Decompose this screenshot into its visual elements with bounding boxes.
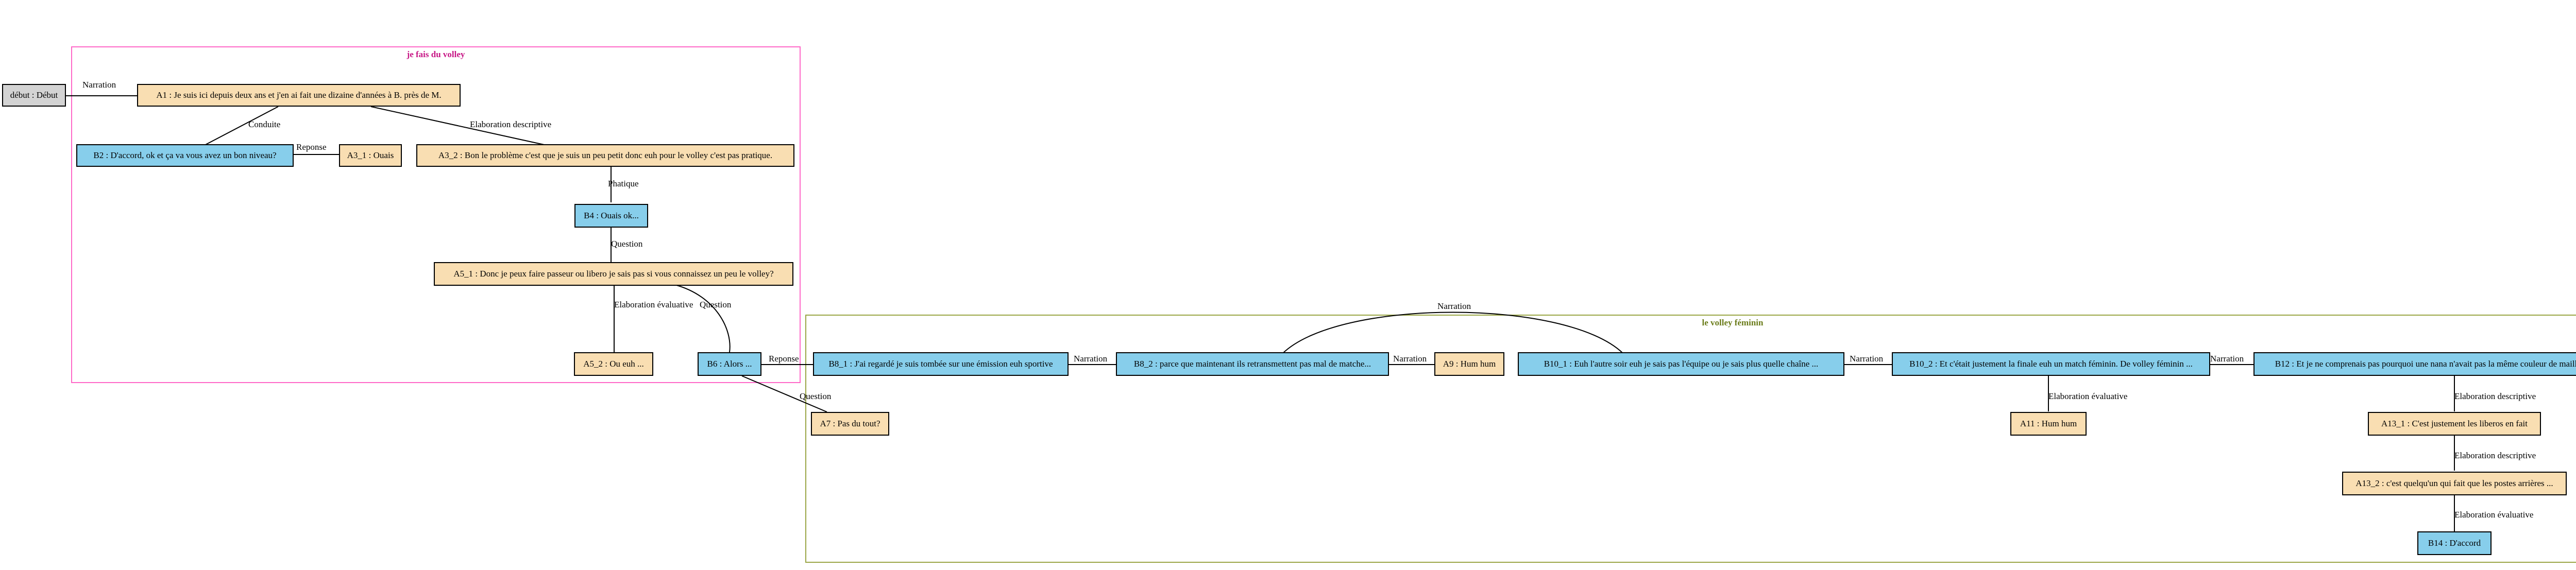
node-label: A5_2 : Ou euh ...: [583, 359, 644, 369]
node-B2[interactable]: B2 : D'accord, ok et ça va vous avez un …: [76, 144, 294, 167]
edge-label-elaboration-evaluative: Elaboration évaluative: [2048, 391, 2128, 401]
node-A7[interactable]: A7 : Pas du tout?: [811, 412, 889, 436]
edge-label-narration: Narration: [1850, 354, 1884, 364]
node-label: A7 : Pas du tout?: [820, 419, 880, 428]
node-label: B8_2 : parce que maintenant ils retransm…: [1133, 359, 1371, 369]
node-label: A5_1 : Donc je peux faire passeur ou lib…: [453, 269, 774, 279]
edge-B8_2-B10_1: [1282, 312, 1623, 354]
edge-label-elaboration-evaluative: Elaboration évaluative: [614, 300, 693, 309]
edge-label-question: Question: [700, 300, 732, 309]
node-B8_2[interactable]: B8_2 : parce que maintenant ils retransm…: [1116, 352, 1389, 376]
node-label: B10_2 : Et c'était justement la finale e…: [1909, 359, 2193, 369]
cluster-title: le volley féminin: [1702, 318, 1764, 327]
node-label: B14 : D'accord: [2428, 538, 2481, 548]
edge-label-narration: Narration: [1393, 354, 1427, 364]
node-A5_1[interactable]: A5_1 : Donc je peux faire passeur ou lib…: [434, 262, 793, 286]
node-label: A11 : Hum hum: [2020, 419, 2077, 428]
node-A13_2[interactable]: A13_2 : c'est quelqu'un qui fait que les…: [2342, 472, 2567, 495]
edge-A5_1-B6: [674, 284, 731, 353]
edge-label-reponse: Reponse: [296, 142, 327, 152]
cluster-le-volley-feminin: le volley féminin: [805, 315, 2576, 563]
node-A13_1[interactable]: A13_1 : C'est justement les liberos en f…: [2368, 412, 2541, 436]
node-label: A13_2 : c'est quelqu'un qui fait que les…: [2355, 478, 2553, 488]
node-label: A1 : Je suis ici depuis deux ans et j'en…: [156, 90, 442, 100]
edge-label-elaboration-descriptive: Elaboration descriptive: [470, 119, 552, 129]
edge-label-reponse: Reponse: [769, 354, 799, 364]
edge-A1-A3_2: [370, 106, 549, 146]
node-A9[interactable]: A9 : Hum hum: [1434, 352, 1504, 376]
edge-label-elaboration-descriptive: Elaboration descriptive: [2454, 391, 2536, 401]
edge-label-elaboration-evaluative: Elaboration évaluative: [2454, 510, 2534, 520]
node-B14[interactable]: B14 : D'accord: [2417, 531, 2492, 555]
node-label: B6 : Alors ...: [707, 359, 752, 369]
node-B4[interactable]: B4 : Ouais ok...: [574, 204, 648, 228]
node-A3_2[interactable]: A3_2 : Bon le problème c'est que je suis…: [416, 144, 794, 167]
node-label: A3_2 : Bon le problème c'est que je suis…: [438, 150, 773, 160]
node-label: A3_1 : Ouais: [347, 150, 394, 160]
edge-B6-A7: [741, 375, 827, 412]
edge-A1-B2: [203, 106, 279, 146]
node-A5_2[interactable]: A5_2 : Ou euh ...: [574, 352, 653, 376]
node-label: début : Début: [10, 90, 58, 100]
node-label: B10_1 : Euh l'autre soir euh je sais pas…: [1544, 359, 1819, 369]
node-label: A9 : Hum hum: [1443, 359, 1496, 369]
edge-label-question: Question: [800, 391, 832, 401]
node-A1[interactable]: A1 : Je suis ici depuis deux ans et j'en…: [137, 84, 461, 107]
node-label: B4 : Ouais ok...: [584, 211, 639, 220]
node-B10_1[interactable]: B10_1 : Euh l'autre soir euh je sais pas…: [1518, 352, 1844, 376]
node-B12[interactable]: B12 : Et je ne comprenais pas pourquoi u…: [2253, 352, 2576, 376]
edge-label-narration: Narration: [1437, 301, 1471, 311]
node-B10_2[interactable]: B10_2 : Et c'était justement la finale e…: [1892, 352, 2210, 376]
node-B6[interactable]: B6 : Alors ...: [698, 352, 761, 376]
cluster-title: je fais du volley: [406, 49, 465, 59]
cluster-je-fais-du-volley: je fais du volley: [71, 46, 801, 383]
node-label: B12 : Et je ne comprenais pas pourquoi u…: [2275, 359, 2576, 369]
edge-label-narration: Narration: [2210, 354, 2244, 364]
node-A11[interactable]: A11 : Hum hum: [2010, 412, 2087, 436]
node-A3_1[interactable]: A3_1 : Ouais: [339, 144, 402, 167]
edge-label-elaboration-descriptive: Elaboration descriptive: [2454, 451, 2536, 460]
edge-label-narration: Narration: [82, 80, 116, 90]
node-B8_1[interactable]: B8_1 : J'ai regardé je suis tombée sur u…: [813, 352, 1069, 376]
edge-label-conduite: Conduite: [248, 119, 281, 129]
node-label: B8_1 : J'ai regardé je suis tombée sur u…: [828, 359, 1053, 369]
node-label: A13_1 : C'est justement les liberos en f…: [2381, 419, 2528, 428]
edge-label-narration: Narration: [1074, 354, 1108, 364]
edge-label-phatique: Phatique: [608, 179, 639, 188]
node-label: B2 : D'accord, ok et ça va vous avez un …: [93, 150, 277, 160]
edge-label-question: Question: [611, 239, 643, 249]
node-debut[interactable]: début : Début: [2, 84, 66, 107]
